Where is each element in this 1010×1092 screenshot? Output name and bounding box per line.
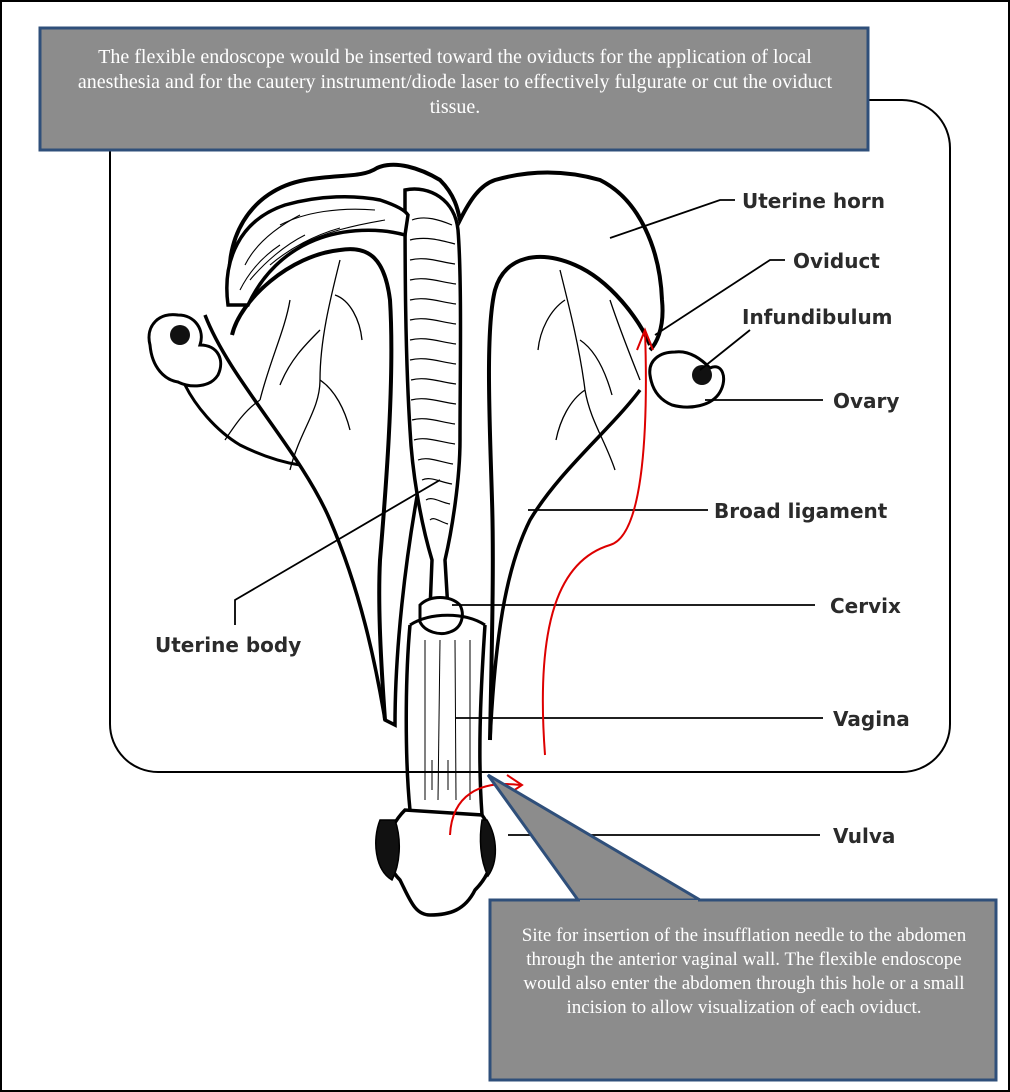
label-uterine-body: Uterine body bbox=[155, 633, 301, 657]
label-vulva: Vulva bbox=[833, 824, 895, 848]
bottom-callout-text: Site for insertion of the insufflation n… bbox=[505, 924, 983, 1020]
vulva-shape bbox=[387, 810, 493, 915]
label-oviduct: Oviduct bbox=[793, 249, 880, 273]
bottom-callout-pointer bbox=[488, 775, 700, 900]
label-infundibulum: Infundibulum bbox=[742, 305, 893, 329]
vulva-left-lip bbox=[376, 820, 400, 880]
label-vagina: Vagina bbox=[833, 707, 910, 731]
top-callout-text: The flexible endoscope would be inserted… bbox=[55, 45, 855, 120]
label-cervix: Cervix bbox=[830, 594, 901, 618]
label-ovary: Ovary bbox=[833, 389, 899, 413]
label-uterine-horn: Uterine horn bbox=[742, 189, 885, 213]
label-broad-ligament: Broad ligament bbox=[714, 499, 888, 523]
